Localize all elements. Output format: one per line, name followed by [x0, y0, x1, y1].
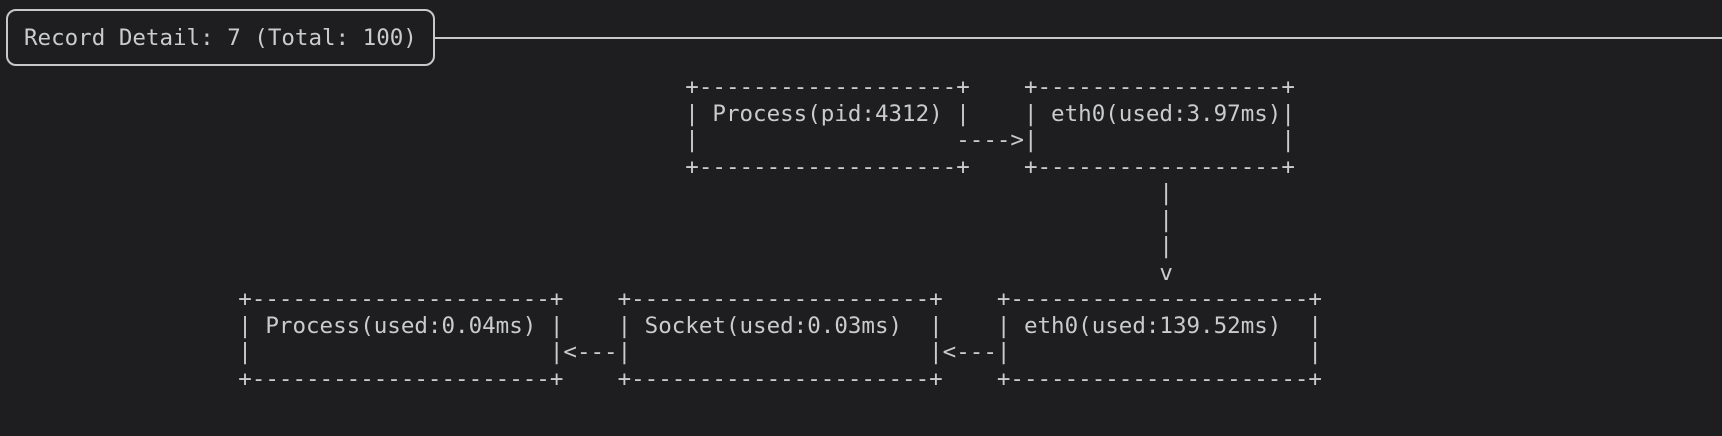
panel-border-line: [434, 36, 1722, 39]
record-detail-tab: Record Detail: 7 (Total: 100): [6, 9, 435, 66]
panel-title: Record Detail: 7 (Total: 100): [24, 24, 417, 51]
panel-header: Record Detail: 7 (Total: 100): [6, 9, 1722, 66]
ascii-flow-diagram: +-------------------+ +-----------------…: [238, 74, 1322, 392]
